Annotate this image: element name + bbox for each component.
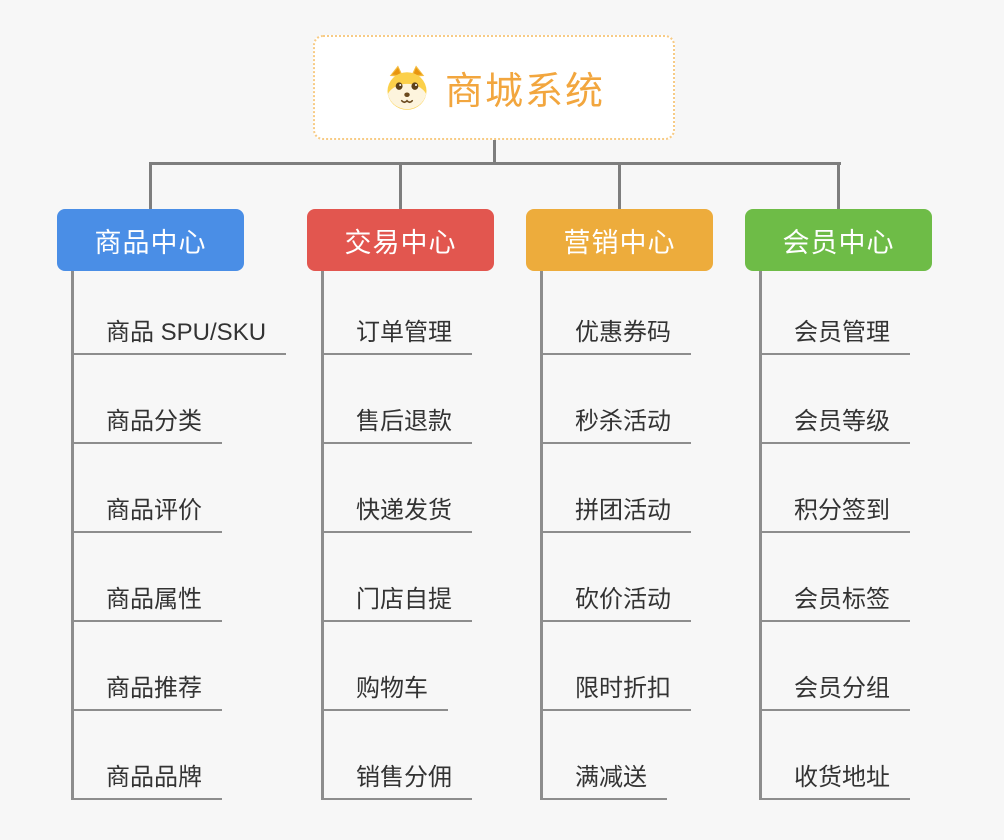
tree-item[interactable]: 商品分类	[71, 402, 222, 444]
tree-item[interactable]: 购物车	[321, 669, 448, 711]
tree-item[interactable]: 会员分组	[759, 669, 910, 711]
tree-item[interactable]: 门店自提	[321, 580, 472, 622]
tree-item[interactable]: 销售分佣	[321, 758, 472, 800]
tree-item[interactable]: 会员等级	[759, 402, 910, 444]
tree-item[interactable]: 积分签到	[759, 491, 910, 533]
tree-item[interactable]: 收货地址	[759, 758, 910, 800]
connector-drop-4	[837, 164, 840, 209]
branch-label: 交易中心	[344, 227, 457, 258]
tree-item[interactable]: 商品评价	[71, 491, 222, 533]
tree-item[interactable]: 售后退款	[321, 402, 472, 444]
branch-box-product-center[interactable]: 商品中心	[57, 209, 244, 271]
connector-drop-2	[399, 164, 402, 209]
dog-face-icon	[387, 65, 427, 110]
branch-label: 商品中心	[94, 227, 207, 258]
connector-horizontal	[149, 162, 841, 165]
branch-spine-4	[759, 271, 762, 800]
branch-spine-2	[321, 271, 324, 800]
tree-item[interactable]: 商品品牌	[71, 758, 222, 800]
branch-column-member: 会员管理 会员等级 积分签到 会员标签 会员分组 收货地址	[759, 313, 910, 800]
branch-box-marketing-center[interactable]: 营销中心	[526, 209, 713, 271]
tree-item[interactable]: 砍价活动	[540, 580, 691, 622]
tree-item[interactable]: 商品属性	[71, 580, 222, 622]
tree-item[interactable]: 拼团活动	[540, 491, 691, 533]
branch-spine-3	[540, 271, 543, 800]
branch-spine-1	[71, 271, 74, 800]
branch-column-product: 商品 SPU/SKU 商品分类 商品评价 商品属性 商品推荐 商品品牌	[71, 313, 287, 800]
tree-item[interactable]: 限时折扣	[540, 669, 691, 711]
branch-column-marketing: 优惠券码 秒杀活动 拼团活动 砍价活动 限时折扣 满减送	[540, 313, 691, 800]
root-title: 商城系统	[444, 71, 605, 113]
root-node[interactable]: 商城系统	[313, 35, 675, 140]
tree-item[interactable]: 会员标签	[759, 580, 910, 622]
tree-item[interactable]: 会员管理	[759, 313, 910, 355]
tree-item[interactable]: 商品 SPU/SKU	[71, 313, 287, 355]
tree-item[interactable]: 秒杀活动	[540, 402, 691, 444]
tree-item[interactable]: 订单管理	[321, 313, 472, 355]
tree-item[interactable]: 优惠券码	[540, 313, 691, 355]
connector-drop-1	[149, 164, 152, 209]
connector-root-stub	[493, 140, 496, 164]
branch-box-trade-center[interactable]: 交易中心	[307, 209, 494, 271]
branch-label: 会员中心	[782, 227, 895, 258]
connector-drop-3	[618, 164, 621, 209]
branch-column-trade: 订单管理 售后退款 快递发货 门店自提 购物车 销售分佣	[321, 313, 472, 800]
branch-box-member-center[interactable]: 会员中心	[745, 209, 932, 271]
tree-item[interactable]: 满减送	[540, 758, 667, 800]
branch-label: 营销中心	[563, 227, 676, 258]
tree-item[interactable]: 快递发货	[321, 491, 472, 533]
tree-item[interactable]: 商品推荐	[71, 669, 222, 711]
